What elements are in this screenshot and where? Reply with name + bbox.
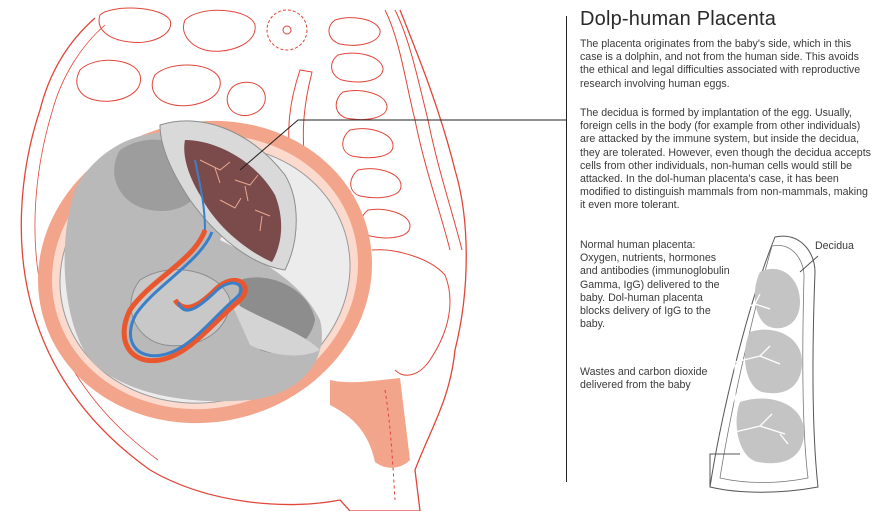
decidua-base xyxy=(709,453,740,487)
villi-branches xyxy=(199,159,271,232)
pregnancy-cross-section-illustration xyxy=(20,7,467,511)
inner-body-outline xyxy=(34,24,159,461)
villous-branches xyxy=(734,293,789,472)
villous-lobes xyxy=(736,268,804,464)
intestine-loop-1 xyxy=(98,7,172,44)
intestine-loop-5 xyxy=(226,81,266,117)
body-outline xyxy=(20,9,467,511)
intestine-gear xyxy=(266,9,308,51)
fetus-tail xyxy=(230,300,320,356)
intro-paragraph: The placenta originates from the baby's … xyxy=(580,38,861,90)
cervix xyxy=(330,378,410,468)
normal-placenta-note: Normal human placenta: Oxygen, nutrients… xyxy=(580,239,730,331)
decidua-label: Decidua xyxy=(815,240,854,252)
wastes-note: Wastes and carbon dioxide delivered from… xyxy=(580,366,708,392)
decidua-paragraph: The decidua is formed by implantation of… xyxy=(580,107,871,212)
umbilical-cord-vein xyxy=(129,231,243,358)
intestine-gear-core xyxy=(282,25,292,35)
spine xyxy=(328,9,463,376)
decidua-diagram xyxy=(709,235,819,493)
placenta-villi xyxy=(184,140,282,262)
cord-to-placenta xyxy=(194,159,206,231)
intestine-loop-2 xyxy=(183,9,256,52)
divider-line xyxy=(566,16,567,482)
page-title: Dolp-human Placenta xyxy=(580,8,777,30)
intestine-loop-4 xyxy=(151,64,221,107)
intestine-loop-3 xyxy=(76,59,141,102)
decidua-pointer xyxy=(799,255,819,273)
